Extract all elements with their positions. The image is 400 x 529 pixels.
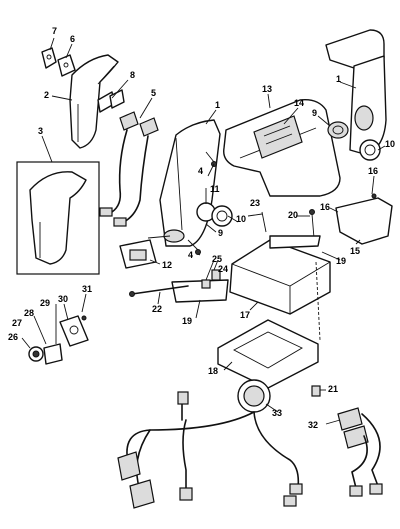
callout-26: 26	[8, 332, 18, 342]
callout-28: 28	[24, 308, 34, 318]
part-bushing-21	[311, 385, 321, 397]
part-handle-cover-2	[69, 54, 119, 149]
callout-8: 8	[130, 70, 135, 80]
part-bushing-9	[327, 121, 349, 139]
callout-7: 7	[52, 26, 57, 36]
part-tray-17	[229, 239, 331, 315]
callout-12: 12	[162, 260, 172, 270]
callout-16-top: 16	[368, 166, 378, 176]
callout-32: 32	[308, 420, 318, 430]
part-screws-4	[187, 151, 217, 255]
callout-24: 24	[218, 264, 228, 274]
callout-10-center: 10	[236, 214, 246, 224]
part-control-housing-1	[159, 119, 221, 247]
part-rod-22	[129, 285, 189, 297]
part-control-handle-1	[325, 29, 387, 155]
part-cover-3-inset	[16, 161, 100, 275]
callout-6: 6	[70, 34, 75, 44]
callout-11: 11	[210, 184, 220, 194]
part-rings-10-11	[196, 202, 233, 227]
callout-17: 17	[240, 310, 250, 320]
callout-22: 22	[152, 304, 162, 314]
callout-9-right: 9	[312, 108, 317, 118]
callout-9-center: 9	[218, 228, 223, 238]
part-clip-7	[41, 47, 57, 69]
callout-20: 20	[288, 210, 298, 220]
part-main-harness-33	[117, 379, 303, 509]
callout-3: 3	[38, 126, 43, 136]
callout-16-bottom: 16	[320, 202, 330, 212]
callout-23: 23	[250, 198, 260, 208]
callout-4-top: 4	[198, 166, 203, 176]
part-clip-6	[57, 54, 76, 77]
callout-14: 14	[294, 98, 304, 108]
callout-15: 15	[350, 246, 360, 256]
callout-1-right: 1	[336, 74, 341, 84]
part-ring-10	[359, 139, 381, 161]
part-plates-8	[97, 89, 125, 113]
callout-18: 18	[208, 366, 218, 376]
callout-19-left: 19	[182, 316, 192, 326]
callout-4-bottom: 4	[188, 250, 193, 260]
callout-1-center: 1	[215, 100, 220, 110]
callout-33: 33	[272, 408, 282, 418]
part-assembly-26-31	[28, 315, 89, 365]
callout-27: 27	[12, 318, 22, 328]
part-cover-15	[335, 193, 393, 245]
part-label-plate-14	[253, 115, 303, 159]
leader-lines	[21, 37, 386, 425]
part-wiring-harness-32	[337, 407, 383, 497]
callout-31: 31	[82, 284, 92, 294]
callout-2: 2	[44, 90, 49, 100]
callout-19-right: 19	[336, 256, 346, 266]
callout-29: 29	[40, 298, 50, 308]
callout-25: 25	[212, 254, 222, 264]
part-bolts-20-23	[261, 209, 315, 239]
callout-5: 5	[151, 88, 156, 98]
callout-labels: 7 6 2 8 5 3 1 13 14 1 9 10 16 16 15 23 2…	[8, 26, 395, 430]
callout-21: 21	[328, 384, 338, 394]
part-brackets-19	[171, 235, 321, 303]
part-gasket-18	[217, 319, 319, 389]
alignment-dash	[315, 261, 321, 341]
callout-30: 30	[58, 294, 68, 304]
callout-13: 13	[262, 84, 272, 94]
callout-10-right: 10	[385, 139, 395, 149]
part-switch-harness-5	[99, 111, 159, 227]
